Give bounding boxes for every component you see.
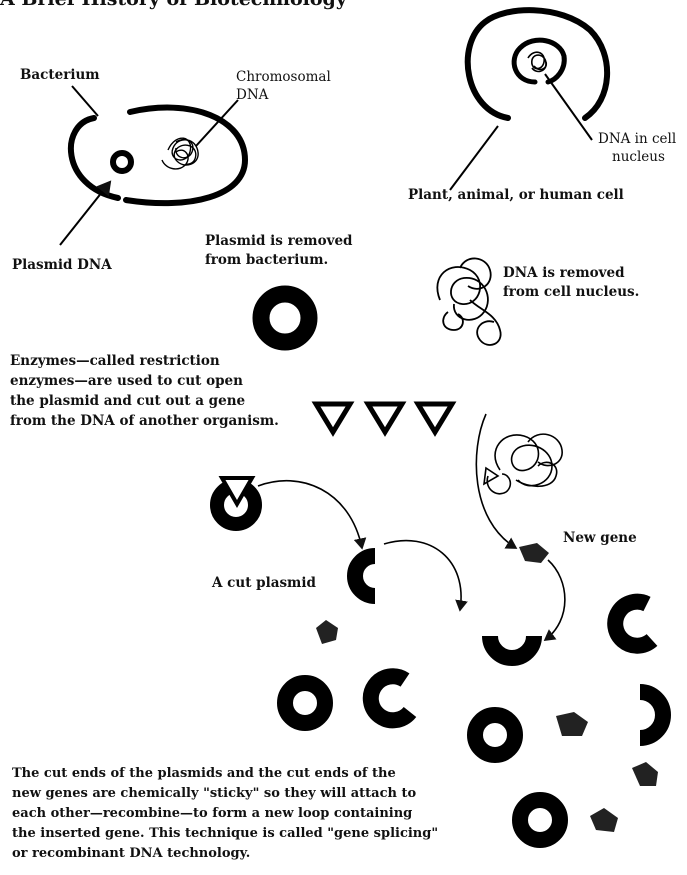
cut-plasmid-lower-center <box>371 676 410 720</box>
cell-pointer <box>450 126 498 190</box>
recombinant-ring-mid <box>475 715 515 755</box>
label-dna-in-nucleus-2: nucleus <box>612 148 665 167</box>
label-cut-plasmid: A cut plasmid <box>212 574 316 593</box>
label-plasmid-removed-1: Plasmid is removed <box>205 232 352 251</box>
label-cell-type: Plant, animal, or human cell <box>408 186 624 205</box>
recombinant-ring-bottom <box>520 800 560 840</box>
label-chromosomal-dna-2: DNA <box>236 86 268 105</box>
gene-fragment-mid <box>556 712 588 736</box>
nucleus-dna-squiggle <box>528 52 546 71</box>
plasmid-in-bacterium <box>113 153 131 171</box>
cut-plasmids <box>355 556 663 738</box>
cut-plasmid-center <box>355 556 375 596</box>
caption-line-1: The cut ends of the plasmids and the cut… <box>12 764 396 783</box>
gene-fragment-right1 <box>632 762 658 786</box>
gene-fragment-right2 <box>590 808 618 832</box>
caption-line-5: or recombinant DNA technology. <box>12 844 250 863</box>
caption-line-4: the inserted gene. This technique is cal… <box>12 824 438 843</box>
enzyme-triangle-1 <box>316 404 350 432</box>
cut-plasmid-right <box>615 602 652 646</box>
removed-dna-tangle <box>437 258 500 345</box>
gene-fragment-left <box>316 620 338 644</box>
caption-line-2: new genes are chemically "sticky" so the… <box>12 784 416 803</box>
donor-dna-tangle <box>484 434 562 494</box>
plasmid-dna-pointer <box>60 182 110 245</box>
label-enzymes-4: from the DNA of another organism. <box>10 412 279 431</box>
cut-plasmid-far-right <box>640 692 663 738</box>
label-dna-in-nucleus-1: DNA in cell <box>598 130 676 149</box>
recombinant-ring-left <box>285 683 325 723</box>
chromosomal-dna-squiggle <box>162 138 198 169</box>
removed-plasmid <box>261 294 309 342</box>
cut-plasmid-u <box>490 636 534 658</box>
label-enzymes-1: Enzymes—called restriction <box>10 352 220 371</box>
new-gene-fragment <box>519 543 549 563</box>
enzyme-triangle-3 <box>418 404 452 432</box>
restriction-enzymes <box>316 404 452 432</box>
bacterium-pointer <box>72 86 98 116</box>
chromosomal-dna-pointer <box>196 100 238 146</box>
enzyme-triangle-2 <box>368 404 402 432</box>
plasmid-with-enzyme <box>217 478 255 524</box>
label-chromosomal-dna-1: Chromosomal <box>236 68 331 87</box>
eukaryotic-cell <box>468 10 607 118</box>
label-dna-removed-1: DNA is removed <box>503 264 625 283</box>
label-plasmid-removed-2: from bacterium. <box>205 251 328 270</box>
label-dna-removed-2: from cell nucleus. <box>503 283 639 302</box>
caption-line-3: each other—recombine—to form a new loop … <box>12 804 412 823</box>
label-enzymes-3: the plasmid and cut out a gene <box>10 392 245 411</box>
nucleus-dna-pointer <box>545 74 592 140</box>
label-plasmid-dna: Plasmid DNA <box>12 256 112 275</box>
label-bacterium: Bacterium <box>20 66 100 85</box>
header-fragment: A Brief History of Biotechnology <box>0 0 347 9</box>
label-enzymes-2: enzymes—are used to cut open <box>10 372 243 391</box>
label-new-gene: New gene <box>563 529 637 548</box>
